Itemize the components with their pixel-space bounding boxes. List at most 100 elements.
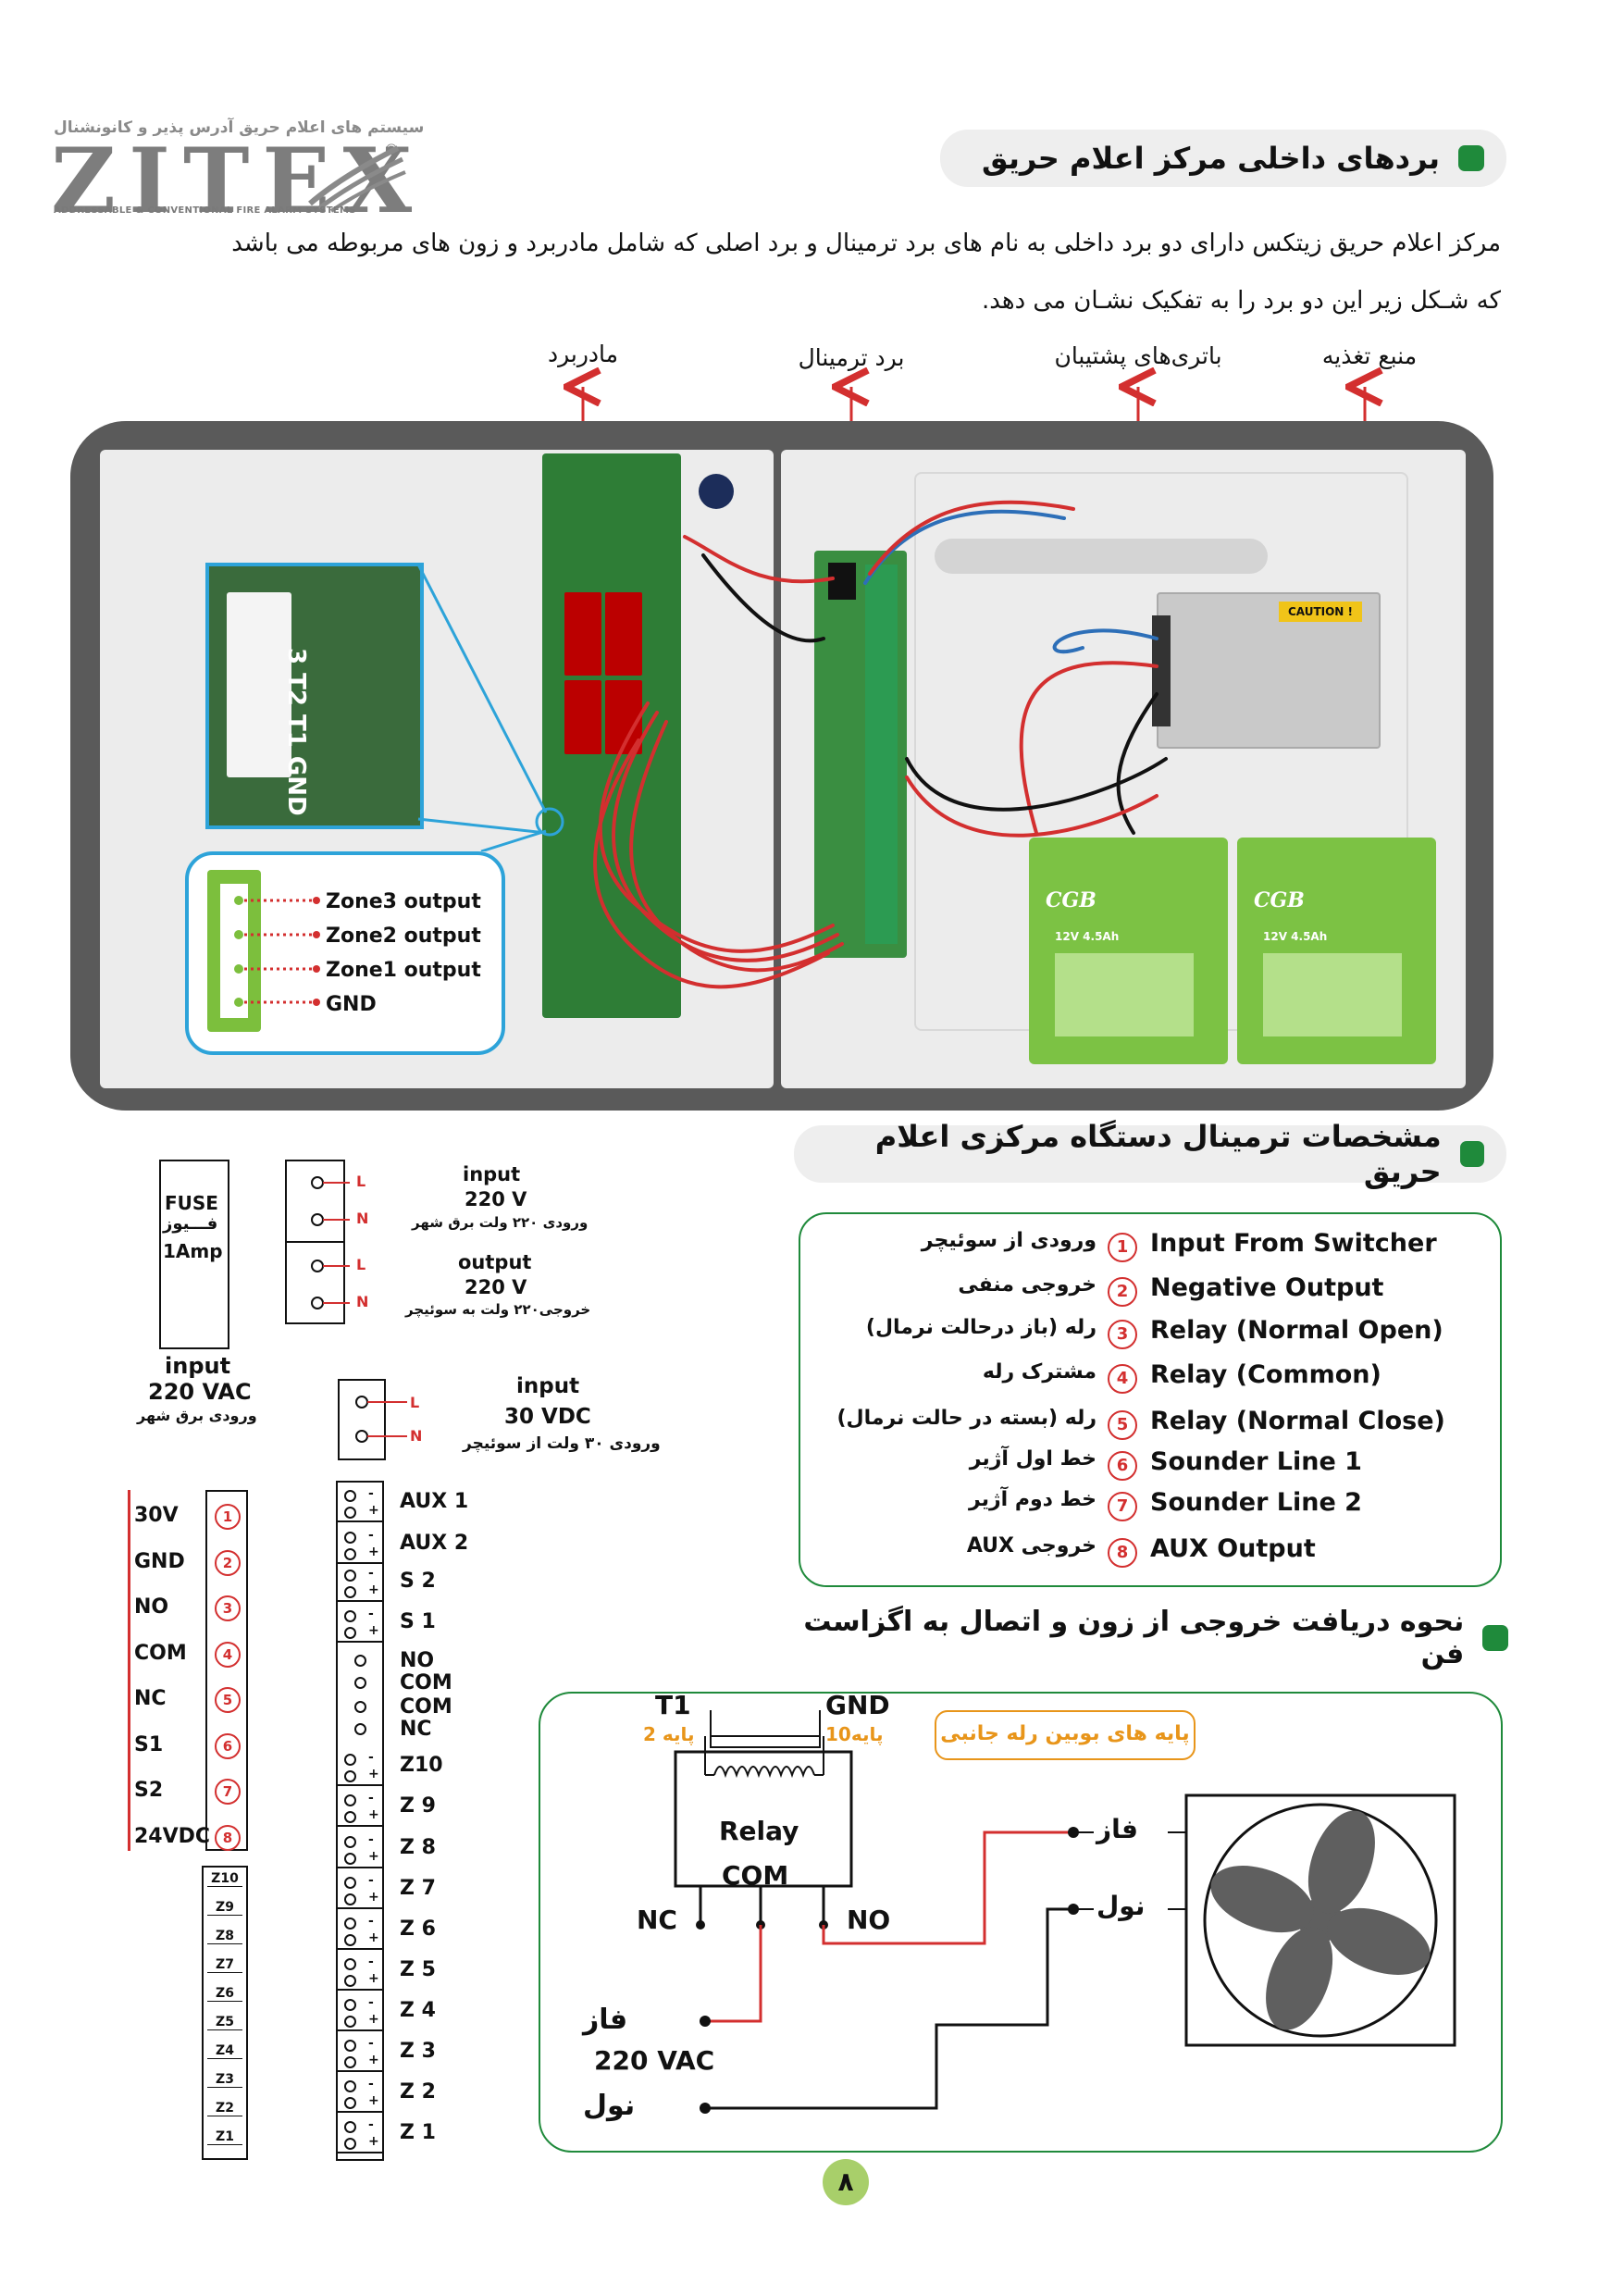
main-input-voltage: 220 VAC (148, 1379, 252, 1405)
gnd-label: GND (326, 993, 377, 1016)
plus-sign: + (368, 2093, 379, 2108)
screw-terminal-icon (344, 1610, 356, 1622)
fuse-holder (159, 1160, 229, 1349)
screw-terminal-icon (344, 1507, 356, 1519)
screw-terminal-icon (344, 1836, 356, 1848)
callout-terminal-board: برد ترمینال (798, 344, 905, 371)
spec-number: 3 (1108, 1320, 1137, 1349)
terminal-divider (336, 1600, 384, 1602)
spec-persian: خط دوم آژیر (969, 1488, 1096, 1511)
plus-sign: + (368, 2012, 379, 2027)
output-220v-terminal (285, 1241, 345, 1324)
n-label: N (410, 1427, 423, 1445)
spec-english: Input From Switcher (1150, 1229, 1437, 1258)
screw-terminal-icon (344, 1770, 356, 1782)
section-bullet-icon (1458, 145, 1484, 171)
terminal-label: Z 6 (400, 1917, 436, 1941)
relay-no-label: NO (847, 1905, 891, 1935)
fan-icon (1203, 1803, 1438, 2038)
terminal-label: COM (400, 1671, 452, 1694)
terminal-label: NC (400, 1718, 432, 1741)
terminal-divider (336, 1907, 384, 1909)
screw-terminal-icon (344, 1586, 356, 1598)
zone-pin-dots (234, 896, 320, 1007)
zone-small-label: Z3 (207, 2072, 242, 2088)
zone-small-label: Z7 (207, 1957, 242, 1973)
spec-persian: مشترک رله (982, 1360, 1096, 1384)
minus-sign: - (368, 1528, 374, 1543)
terminal-number: 1 (215, 1504, 241, 1530)
plus-sign: + (368, 1930, 379, 1945)
screw-terminal-icon (344, 1532, 356, 1544)
spec-row: 4 Relay (Common) مشترک رله (800, 1360, 1504, 1397)
terminal-label: 30V (134, 1504, 179, 1527)
screw-terminal-icon (344, 1811, 356, 1823)
battery-2-rating: 12V 4.5Ah (1263, 930, 1328, 943)
section-title: بردهای داخلی مرکز اعلام حریق (982, 141, 1440, 176)
spec-row: 8 AUX Output خروجی AUX (800, 1534, 1504, 1571)
terminal-screws (355, 1396, 407, 1443)
spec-persian: رله (بسته در حالت نرمال) (836, 1407, 1096, 1430)
zone-small-label: Z4 (207, 2043, 242, 2059)
fuse-rating: 1Amp (163, 1240, 223, 1262)
terminal-divider (336, 1989, 384, 1991)
section-header-terminal-specs: مشخصات ترمینال دستگاه مرکزی اعلام حریق (794, 1119, 1506, 1189)
terminal-label: NO (400, 1649, 435, 1672)
n-label: N (356, 1210, 369, 1227)
spec-row: 6 Sounder Line 1 خط اول آژیر (800, 1447, 1504, 1484)
battery-1-brand: CGB (1046, 888, 1096, 912)
screw-terminal-icon (344, 2040, 356, 2052)
terminal-number: 8 (215, 1824, 241, 1851)
terminal-label: GND (134, 1549, 185, 1573)
terminal-bracket (128, 1490, 130, 1851)
screw-terminal-icon (344, 1917, 356, 1930)
terminal-label: Z 7 (400, 1877, 436, 1900)
relay-block-3 (564, 680, 601, 754)
spec-english: Sounder Line 1 (1150, 1447, 1362, 1476)
screw-terminal-icon (344, 1975, 356, 1987)
terminal-label: S1 (134, 1732, 164, 1756)
spec-number: 6 (1108, 1451, 1137, 1481)
in30-persian: ورودی ۳۰ ولت از سوئیچر (463, 1434, 661, 1453)
spec-persian: خط اول آژیر (969, 1447, 1096, 1471)
fan-neutral-label: نول (1096, 1891, 1146, 1921)
terminal-number: 2 (215, 1549, 241, 1576)
gnd-pin-label: GND (825, 1690, 890, 1720)
minus-sign: - (368, 1995, 374, 2010)
minus-sign: - (368, 1566, 374, 1581)
wiring (593, 500, 1168, 989)
battery-2-label-panel (1263, 953, 1402, 1036)
spec-number: 7 (1108, 1492, 1137, 1521)
terminal-number: 3 (215, 1595, 241, 1621)
zone-small-label: Z2 (207, 2101, 242, 2116)
main-input-persian: ورودی برق شهر (137, 1407, 257, 1424)
terminal-spec-table: 1 Input From Switcher ورودی از سوئیچر 2 … (799, 1212, 1502, 1587)
terminal-number: 6 (215, 1732, 241, 1759)
terminal-number: 4 (215, 1641, 241, 1668)
out220-persian: خروجی۲۲۰ ولت به سوئیچر (405, 1301, 591, 1318)
screw-terminal-icon (344, 1934, 356, 1946)
in220-persian: ورودی ۲۲۰ ولت برق شهر (412, 1214, 588, 1231)
out220-voltage: 220 V (465, 1276, 527, 1298)
spec-english: Relay (Common) (1150, 1360, 1381, 1389)
logo-subtitle: سیستم های اعلام حریق آدرس پذیر و کانونشن… (54, 118, 425, 137)
terminal-label: NO (134, 1595, 169, 1619)
battery-1-label-panel (1055, 953, 1194, 1036)
screw-terminal-icon (344, 1794, 356, 1806)
relay-label: Relay (719, 1816, 799, 1846)
n-label: N (356, 1293, 369, 1310)
supply-neutral-label: نول (583, 2090, 636, 2122)
terminal-divider (336, 1784, 384, 1786)
battery-2-brand: CGB (1254, 888, 1305, 912)
terminal-label: S 2 (400, 1570, 436, 1593)
screw-terminal-icon (344, 1853, 356, 1865)
terminal-label: AUX 1 (400, 1490, 469, 1513)
spec-number: 8 (1108, 1538, 1137, 1568)
terminal-divider (336, 1825, 384, 1827)
plus-sign: + (368, 1623, 379, 1638)
plus-sign: + (368, 1807, 379, 1822)
screw-terminal-icon (354, 1701, 366, 1713)
terminal-label: Z 4 (400, 1999, 436, 2022)
logo-tagline: ADDRESSABLE & CONVENTIONAL FIRE ALARM SY… (54, 205, 356, 216)
screw-terminal-icon (354, 1723, 366, 1735)
